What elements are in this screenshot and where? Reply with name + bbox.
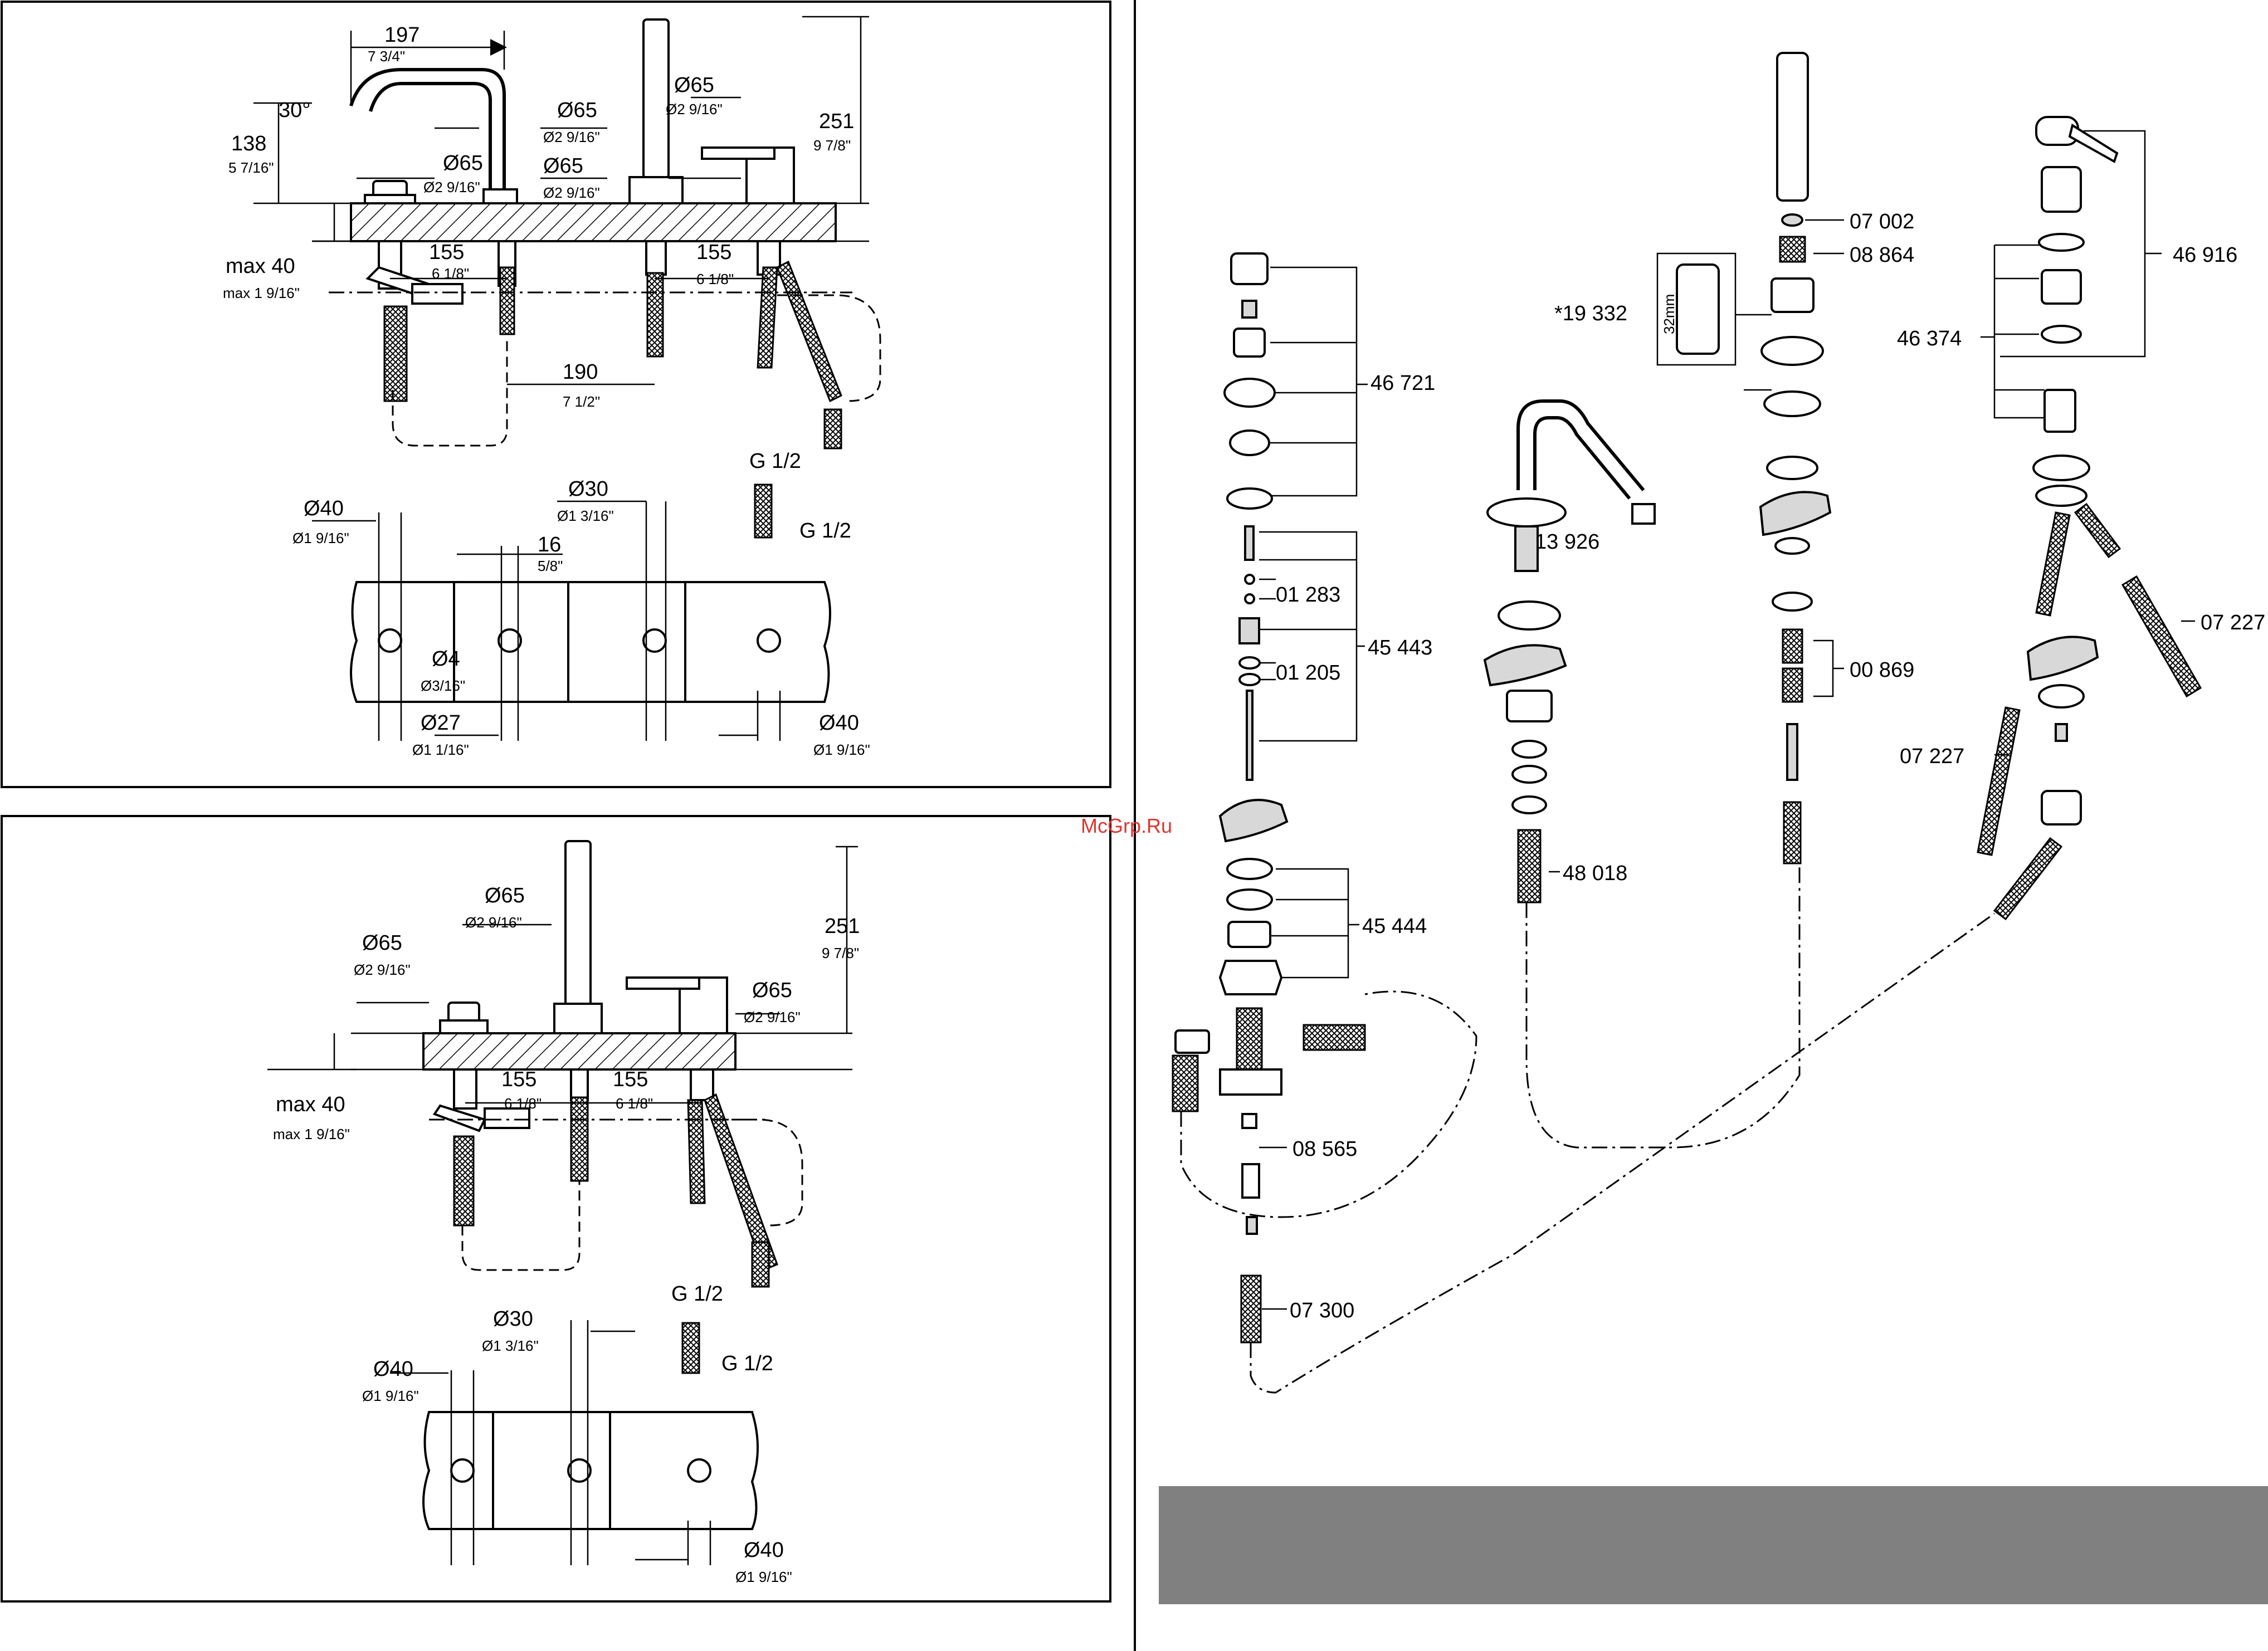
dim2-30: Ø30 [493,1307,533,1331]
dim-65c: Ø65 [543,154,583,178]
mounting-template [350,581,831,703]
dim2-max40-in: max 1 9/16" [273,1126,350,1142]
dim-65a: Ø65 [443,152,483,175]
diverter-assembly [1172,252,1366,1344]
dim2-65a-in: Ø2 9/16" [465,914,522,931]
dim2-40a-in: Ø1 9/16" [362,1388,419,1404]
dim-30-in: Ø1 3/16" [557,507,614,524]
dim2-40b: Ø40 [744,1538,784,1562]
dim2-30-in: Ø1 3/16" [482,1337,539,1354]
part-07227a: 07 227 [2201,611,2265,634]
part-46721: 46 721 [1370,372,1435,395]
part-00869: 00 869 [1850,658,1914,682]
bottom-left-frame [1,815,1111,1603]
deck-section [350,202,837,242]
spout-assembly [1483,399,1656,903]
dim2-65c-in: Ø2 9/16" [744,1009,801,1025]
dim-4: Ø4 [432,647,460,671]
dim-65d-in: Ø2 9/16" [666,101,723,118]
part-46916: 46 916 [2173,243,2237,267]
dim-65c-in: Ø2 9/16" [543,184,600,201]
dim-190-in: 7 1/2" [563,393,600,410]
dim2-155b: 155 [613,1068,648,1091]
mounting-template-2 [422,1411,759,1530]
dim-251-in: 9 7/8" [813,137,851,154]
dim-30deg: 30° [279,99,310,122]
part-07300: 07 300 [1290,1299,1354,1322]
footer-band [1159,1486,2268,1604]
dim-max40-in: max 1 9/16" [223,285,300,301]
dim-65b: Ø65 [557,99,597,122]
dim-155a-in: 6 1/8" [432,265,469,282]
dim-155b-in: 6 1/8" [696,271,734,287]
dim-40a: Ø40 [304,497,344,520]
dim2-155a: 155 [501,1068,536,1091]
dim-65d: Ø65 [674,74,714,97]
dim2-65c: Ø65 [752,979,792,1002]
dim2-65b: Ø65 [362,931,402,955]
dim2-g12b: G 1/2 [721,1352,773,1375]
part-48018: 48 018 [1563,862,1627,885]
part-01283: 01 283 [1276,583,1340,607]
dim2-65b-in: Ø2 9/16" [354,961,411,978]
part-08864: 08 864 [1850,243,1914,267]
dim-197-in: 7 3/4" [368,48,405,65]
watermark: McGrp.Ru [1081,814,1172,837]
spout-outline [349,68,506,201]
dim-65a-in: Ø2 9/16" [423,179,480,196]
dim-30: Ø30 [568,477,608,501]
dim-40a-in: Ø1 9/16" [292,530,349,546]
three-hole-set: Ø65 Ø2 9/16" Ø65 Ø2 9/16" Ø65 Ø2 9/16" 2… [267,840,860,1585]
dim-138: 138 [231,132,266,155]
part-32mm: 32mm [1661,294,1677,334]
dim2-155b-in: 6 1/8" [616,1095,653,1112]
part-19332: *19 332 [1554,302,1627,325]
dim2-251: 251 [825,915,860,938]
dim-190: 190 [563,360,598,384]
dim-27-in: Ø1 1/16" [412,741,469,758]
dim-251: 251 [819,110,854,133]
dim-138-in: 5 7/16" [228,159,274,176]
dim-4-in: Ø3/16" [421,677,465,694]
dim2-65a: Ø65 [485,884,525,907]
dim2-155a-in: 6 1/8" [504,1095,542,1112]
part-46374: 46 374 [1897,327,1962,350]
hand-shower-assembly [1656,52,1832,864]
exploded-parts-view: 46 721 01 283 45 443 01 205 45 444 08 56… [1172,52,2265,1394]
dim-27: Ø27 [421,711,461,735]
dim2-40a: Ø40 [373,1357,413,1381]
dim-155b: 155 [696,241,731,264]
dim-197: 197 [384,23,420,47]
part-08565: 08 565 [1292,1137,1357,1161]
part-45443: 45 443 [1368,636,1432,660]
dim-g12a: G 1/2 [749,450,801,473]
mixer-assembly [1977,116,2202,921]
part-07227b: 07 227 [1900,745,1964,768]
dim-155a: 155 [429,241,464,264]
deck-section-2 [422,1032,737,1071]
dim-40b: Ø40 [819,711,859,735]
part-01205: 01 205 [1276,661,1340,685]
dim2-40b-in: Ø1 9/16" [735,1569,792,1585]
dim-g12b: G 1/2 [799,519,851,543]
top-left-frame [1,1,1111,788]
dim-max40: max 40 [226,255,295,278]
dim-65b-in: Ø2 9/16" [543,129,600,145]
part-07002: 07 002 [1850,210,1914,233]
part-13926: 13 926 [1535,530,1599,554]
dim-40b-in: Ø1 9/16" [813,741,870,758]
top-view-four-hole-set: 197 7 3/4" 30° 138 5 7/16" Ø65 Ø2 9/16" … [223,16,881,758]
dim2-251-in: 9 7/8" [822,945,859,961]
dim-16: 16 [538,533,561,556]
dim-16-in: 5/8" [538,558,563,574]
dim2-g12a: G 1/2 [671,1282,723,1306]
dim2-max40: max 40 [276,1093,345,1116]
part-45444: 45 444 [1362,915,1427,938]
